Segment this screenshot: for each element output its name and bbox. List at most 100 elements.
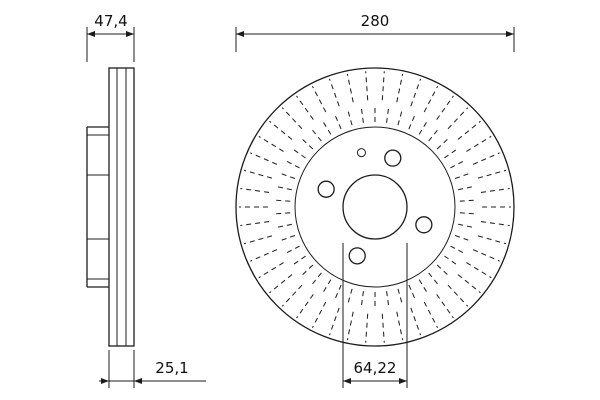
vent-dash (300, 137, 314, 150)
vent-dash (459, 212, 477, 215)
dimension-center-bore: 64,22 (342, 243, 408, 388)
arrowhead-left (343, 378, 351, 384)
vent-dash (480, 187, 510, 193)
vent-dash (296, 294, 314, 319)
vent-dash (423, 301, 439, 328)
vent-dash (418, 279, 429, 295)
dimension-ring-thickness: 25,1 (99, 350, 206, 388)
vent-dash (410, 307, 422, 336)
vent-dash (436, 95, 454, 120)
vent-dash (436, 294, 454, 319)
vent-dash (281, 107, 303, 130)
section-view (86, 67, 135, 347)
bolt-hole (384, 149, 402, 167)
dimension-total-thickness: 47,4 (86, 12, 135, 62)
vent-dash (346, 311, 354, 341)
vent-dash (436, 264, 450, 277)
vent-dash (408, 113, 417, 130)
vent-dash (444, 255, 459, 267)
vent-dash (477, 169, 507, 179)
vent-dash (310, 127, 322, 142)
vent-dash (284, 159, 300, 169)
vent-dash (243, 235, 273, 245)
vent-dash (466, 135, 492, 152)
vent-dash (291, 147, 306, 159)
vent-dash (436, 136, 450, 150)
vent-dash (428, 272, 440, 287)
vent-dash (243, 169, 273, 179)
vent-dash (284, 245, 300, 255)
arrowhead-left (87, 31, 95, 37)
vent-dash (454, 172, 472, 180)
center-bore-circle (342, 174, 408, 240)
vent-dash (386, 291, 390, 309)
vent-dash (447, 284, 469, 307)
vent-dash (300, 264, 314, 278)
bolt-hole (348, 247, 366, 265)
vent-dash (333, 284, 342, 301)
dimension-label-center-bore: 64,22 (354, 359, 397, 377)
vent-dash (281, 284, 303, 307)
vent-dash (258, 135, 284, 152)
bolt-hole (317, 180, 335, 198)
vent-dash (365, 313, 369, 343)
hub-circle (294, 126, 456, 288)
bolt-hole (415, 216, 433, 234)
vent-dash (418, 119, 429, 135)
vent-dash (472, 152, 500, 165)
dimension-outer-diameter: 280 (235, 12, 515, 52)
vent-dash (275, 185, 292, 191)
vent-dash (472, 249, 500, 262)
dimension-label-outer-diameter: 280 (361, 12, 390, 30)
vent-dash (386, 105, 390, 123)
vent-dash (447, 107, 469, 130)
bolt-holes (317, 148, 433, 265)
vent-dash (278, 234, 296, 242)
vent-dash (423, 86, 439, 113)
vent-dash (311, 301, 327, 328)
vent-dash (346, 108, 353, 126)
arrowhead-left (236, 31, 244, 37)
vent-dash (310, 272, 322, 287)
vent-dash (457, 120, 481, 140)
vent-dash (459, 199, 477, 202)
vent-dash (269, 120, 293, 140)
arrowhead-left (101, 378, 109, 384)
vent-dash (397, 108, 404, 126)
vent-dash (333, 113, 342, 130)
vent-dash (397, 288, 404, 306)
vent-dash (291, 255, 306, 267)
vent-dash (240, 187, 270, 193)
vent-dash (381, 313, 385, 343)
arrowhead-right (506, 31, 514, 37)
vent-dash (311, 86, 327, 113)
vent-dash (381, 71, 385, 101)
vent-dash (450, 245, 466, 255)
vent-dash (480, 221, 510, 227)
front-view (235, 67, 515, 347)
vent-dash (250, 249, 278, 262)
locating-pin-hole (356, 148, 366, 158)
vent-dash (408, 284, 417, 301)
vent-dash (273, 199, 291, 202)
vent-dash (258, 262, 284, 279)
vent-dash (450, 159, 466, 169)
vent-dash (410, 78, 422, 107)
vent-dash (360, 105, 364, 123)
vent-dash (296, 95, 314, 120)
vent-dash (250, 152, 278, 165)
vent-dash (321, 119, 332, 135)
vent-dash (458, 185, 475, 191)
vent-dash (454, 234, 472, 242)
vent-dash (269, 274, 293, 294)
outer-circle (235, 67, 515, 347)
vent-dash (396, 311, 404, 341)
vent-dash (328, 78, 340, 107)
vent-dash (444, 147, 459, 159)
vent-dash (466, 262, 492, 279)
arrowhead-right (399, 378, 407, 384)
vent-dash (428, 127, 440, 142)
friction-ring-section (108, 67, 135, 347)
